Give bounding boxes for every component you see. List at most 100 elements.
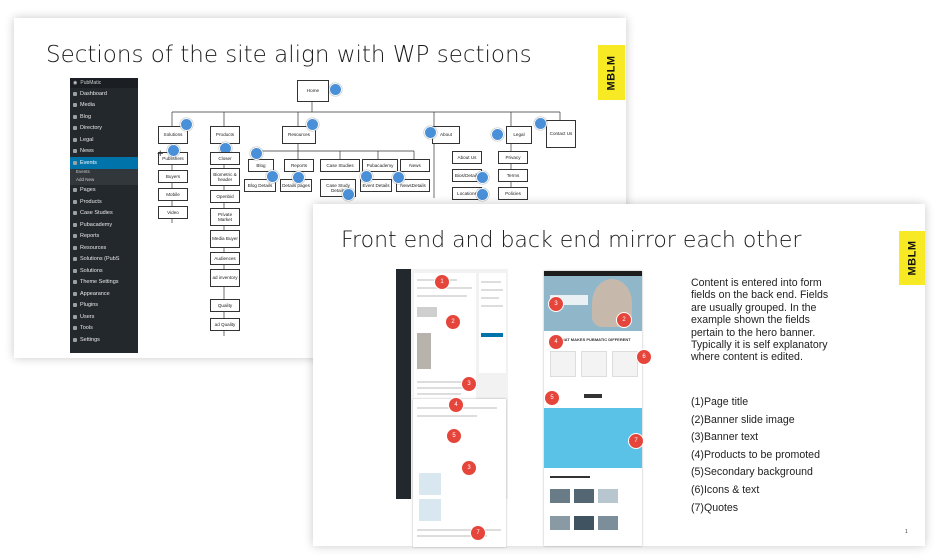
sitemap-marker-icon: [292, 171, 305, 184]
sitemap-node: Privacy: [498, 151, 528, 164]
marker-1: 1: [434, 274, 450, 290]
wp-menu-item[interactable]: Products: [70, 196, 138, 208]
wp-menu-item[interactable]: Media: [70, 100, 138, 112]
feature-card: [581, 351, 607, 377]
sitemap-marker-icon: [392, 171, 405, 184]
wp-menu-item[interactable]: Solutions: [70, 265, 138, 277]
sitemap-node: Policies: [498, 187, 528, 200]
wp-menu-item[interactable]: Settings: [70, 334, 138, 346]
description-text: Content is entered into form fields on t…: [691, 277, 829, 364]
sitemap-node: Private Market: [210, 208, 240, 226]
mblm-logo: MBLM: [899, 231, 925, 285]
wordpress-icon: ◉: [73, 80, 78, 86]
list-item: (4)Products to be promoted: [691, 448, 820, 461]
wp-menu-label: Pages: [80, 187, 96, 194]
wp-menu-item[interactable]: Tools: [70, 323, 138, 335]
menu-icon: [73, 199, 77, 204]
slide-front-back-end: Front end and back end mirror each other…: [313, 204, 925, 547]
wp-menu-item[interactable]: Users: [70, 311, 138, 323]
sitemap-node: Blog: [248, 159, 274, 172]
sitemap-node: Audiences: [210, 252, 240, 265]
wp-menu-item[interactable]: Case Studies: [70, 208, 138, 220]
marker-2: 2: [616, 312, 632, 328]
wp-menu-item[interactable]: News: [70, 146, 138, 158]
sitemap-node: Quality: [210, 299, 240, 312]
sitemap-marker-icon: [329, 83, 342, 96]
marker-5: 5: [446, 428, 462, 444]
hero-banner: [544, 271, 642, 331]
marker-6: 3: [461, 460, 477, 476]
plus-icon: +: [157, 148, 164, 160]
sitemap-contact: Contact Us: [546, 120, 576, 148]
wp-menu-item[interactable]: Dashboard: [70, 88, 138, 100]
wp-menu-label: Theme Settings: [80, 279, 119, 286]
menu-icon: [73, 303, 77, 308]
sitemap-node: Closer: [210, 152, 240, 165]
sitemap-home: Home: [297, 80, 329, 102]
sitemap-marker-icon: [360, 170, 373, 183]
wp-menu-item[interactable]: Solutions (PubS: [70, 254, 138, 266]
list-item: (7)Quotes: [691, 501, 739, 514]
sitemap-node: ad Quality: [210, 318, 240, 331]
sitemap-legal: Legal: [506, 126, 532, 144]
wp-menu-item[interactable]: Theme Settings: [70, 277, 138, 289]
sitemap-node: Video: [158, 206, 188, 219]
sitemap-solutions: Solutions: [158, 126, 188, 144]
wp-menu-item[interactable]: Pubacademy: [70, 219, 138, 231]
menu-icon: [73, 188, 77, 193]
sitemap-marker-icon: [476, 188, 489, 201]
feature-card: [612, 351, 638, 377]
menu-icon: [73, 268, 77, 273]
menu-icon: [73, 211, 77, 216]
sitemap-node: News: [400, 159, 430, 172]
wp-menu-item[interactable]: Plugins: [70, 300, 138, 312]
wp-menu-label: Tools: [80, 325, 93, 332]
menu-icon: [73, 280, 77, 285]
list-item: (2)Banner slide image: [691, 413, 795, 426]
wp-menu-item[interactable]: Events: [70, 157, 138, 169]
sitemap-marker-icon: [476, 171, 489, 184]
wp-menu-item[interactable]: Blog: [70, 111, 138, 123]
menu-icon: [73, 326, 77, 331]
list-item: (5)Secondary background: [691, 466, 813, 479]
marker-7: 7: [628, 433, 644, 449]
feature-card: [550, 351, 576, 377]
wp-menu-item[interactable]: Appearance: [70, 288, 138, 300]
wp-menu-item[interactable]: Legal: [70, 134, 138, 146]
menu-icon: [73, 337, 77, 342]
marker-4: 4: [448, 397, 464, 413]
marker-6: 6: [636, 349, 652, 365]
wp-menu-label: Solutions (PubS: [80, 256, 120, 263]
wp-menu-item[interactable]: Resources: [70, 242, 138, 254]
quote-section: [544, 408, 642, 468]
sitemap-marker-icon: [534, 117, 547, 130]
wp-menu-label: Solutions: [80, 267, 103, 274]
sitemap-marker-icon: [424, 126, 437, 139]
wp-menu-label: Appearance: [80, 290, 110, 297]
sitemap-node: About Us: [452, 151, 482, 164]
wp-submenu-item[interactable]: Events: [70, 168, 138, 177]
wp-menu-item[interactable]: Pages: [70, 185, 138, 197]
page-number: 1: [905, 529, 908, 535]
wp-menu-label: Case Studies: [80, 210, 113, 217]
wp-menu-label: Blog: [80, 113, 92, 120]
sitemap-node: Terms: [498, 169, 528, 182]
mblm-logo: MBLM: [598, 45, 625, 100]
marker-5: 5: [544, 390, 560, 406]
marker-7: 7: [470, 525, 486, 541]
slide-title: Sections of the site align with WP secti…: [46, 42, 532, 68]
menu-icon: [73, 126, 77, 131]
sitemap-node: Mobile: [158, 188, 188, 201]
marker-4: 4: [548, 334, 564, 350]
menu-icon: [73, 137, 77, 142]
wp-menu-item[interactable]: Reports: [70, 231, 138, 243]
wp-submenu-item[interactable]: Add New: [70, 176, 138, 185]
list-item: (3)Banner text: [691, 431, 759, 444]
sitemap-node: Case Studies: [320, 159, 360, 172]
sitemap-resources: Resources: [282, 126, 316, 144]
menu-icon: [73, 222, 77, 227]
wp-menu-label: Pubacademy: [80, 221, 113, 228]
sitemap-node: Biometric & header: [210, 168, 240, 186]
wp-menu-item[interactable]: Directory: [70, 123, 138, 135]
